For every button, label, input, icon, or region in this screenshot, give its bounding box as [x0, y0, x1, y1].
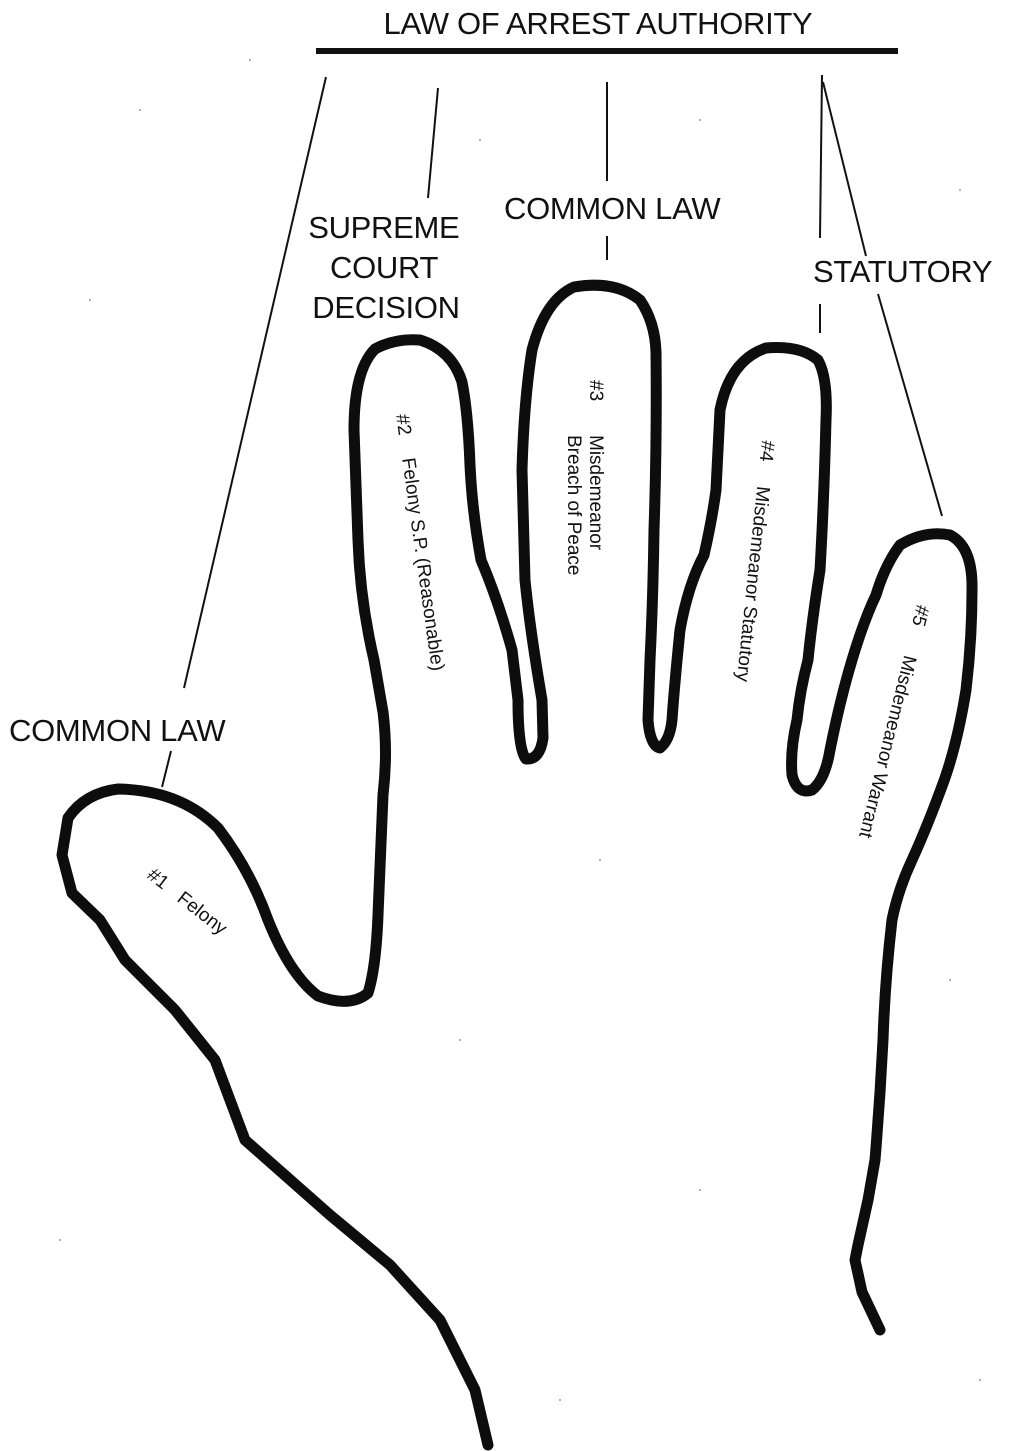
- finger-1-number: #1: [143, 864, 173, 894]
- finger-5-number: #5: [907, 603, 932, 629]
- connector-thumb-upper: [184, 77, 326, 688]
- label-supreme-line-3: DECISION: [312, 290, 459, 325]
- connector-pinky-lower: [878, 294, 942, 516]
- finger-4-text: Misdemeanor Statutory: [732, 485, 773, 683]
- label-supreme-court-decision: SUPREME COURT DECISION: [308, 210, 468, 325]
- finger-5-label: #5 Misdemeanor Warrant: [854, 603, 932, 841]
- finger-1-text: Felony: [173, 888, 231, 940]
- connector-index: [428, 88, 438, 198]
- finger-3-label: #3 Misdemeanor Breach of Peace: [563, 380, 606, 575]
- finger-1-label: #1 Felony: [143, 864, 231, 939]
- label-common-law-middle: COMMON LAW: [504, 191, 721, 226]
- finger-3-number: #3: [585, 380, 606, 401]
- finger-3-line-1: Misdemeanor: [585, 435, 606, 551]
- finger-3-line-2: Breach of Peace: [563, 435, 584, 575]
- finger-4-number: #4: [755, 439, 778, 463]
- finger-4-label: #4 Misdemeanor Statutory: [732, 439, 778, 683]
- hand-outline: [62, 285, 972, 1445]
- label-supreme-line-1: SUPREME: [308, 210, 459, 245]
- finger-2-label: #2 Felony S.P. (Reasonable): [391, 413, 448, 673]
- label-common-law-thumb: COMMON LAW: [9, 713, 226, 748]
- finger-2-text: Felony S.P. (Reasonable): [397, 456, 448, 672]
- finger-5-text: Misdemeanor Warrant: [854, 653, 920, 840]
- connector-thumb-lower: [162, 751, 171, 787]
- label-supreme-line-2: COURT: [330, 250, 439, 285]
- connector-ring-upper: [820, 75, 822, 238]
- label-statutory: STATUTORY: [813, 254, 992, 289]
- diagram-title: LAW OF ARREST AUTHORITY: [384, 6, 813, 41]
- connector-pinky-upper: [823, 82, 866, 256]
- finger-2-number: #2: [391, 413, 415, 437]
